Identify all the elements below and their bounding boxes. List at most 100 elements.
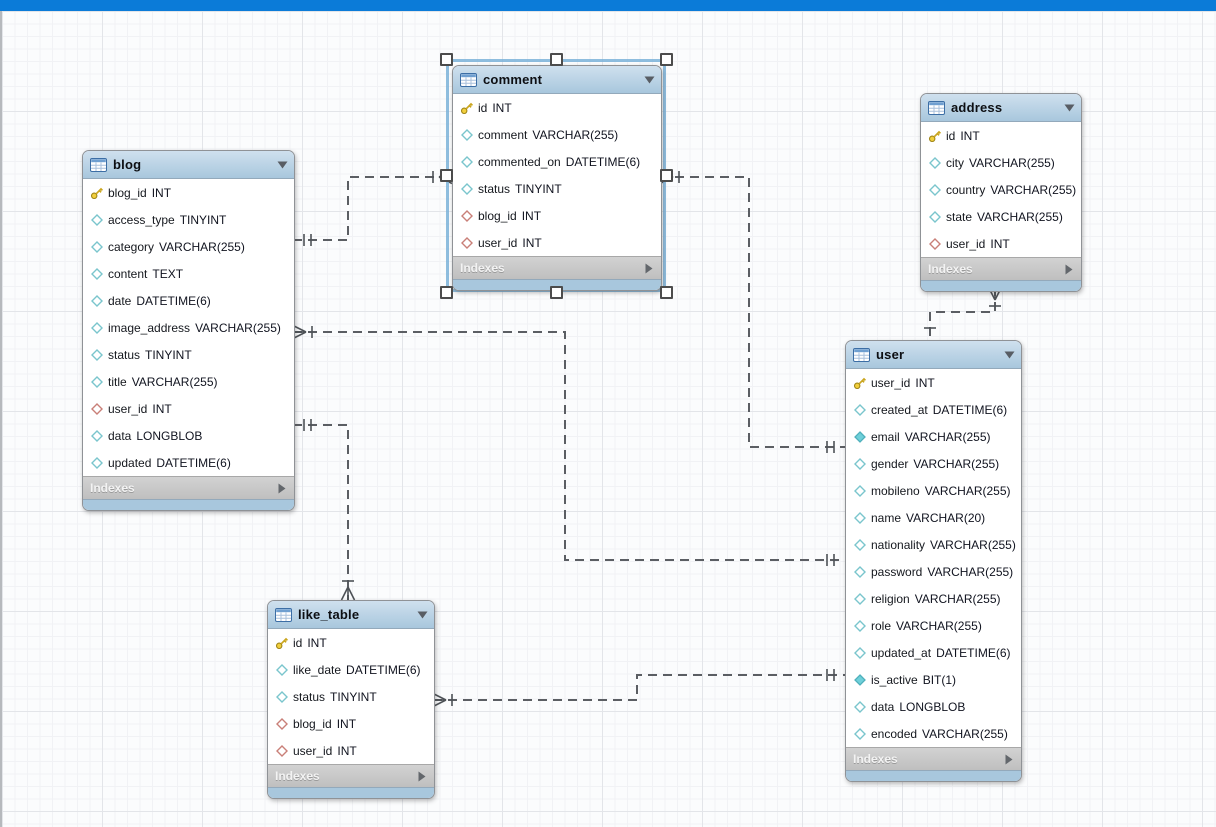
diamond-icon: [852, 457, 867, 470]
relationship-blog-like_table[interactable]: [293, 419, 356, 601]
column-name: is_active: [871, 672, 918, 687]
column-type: VARCHAR(255): [927, 564, 1014, 579]
diamond-red-icon: [927, 237, 942, 250]
selection-handle[interactable]: [439, 285, 453, 299]
expand-arrow-icon[interactable]: [1005, 754, 1013, 765]
collapse-arrow-icon[interactable]: [644, 76, 655, 84]
table-bottom-strip: [846, 770, 1021, 781]
relationship-blog-user[interactable]: [292, 324, 845, 567]
expand-arrow-icon[interactable]: [645, 263, 653, 274]
diamond-icon: [852, 619, 867, 632]
column-type: INT: [521, 208, 542, 223]
column-name: user_id: [108, 401, 148, 416]
selection-handle[interactable]: [549, 285, 563, 299]
column-type: DATETIME(6): [156, 455, 231, 470]
collapse-arrow-icon[interactable]: [277, 161, 288, 169]
selection-handle[interactable]: [659, 52, 673, 66]
column-name: email: [871, 429, 900, 444]
column-row-user_id: user_id INT: [921, 230, 1081, 257]
indexes-bar[interactable]: Indexes: [453, 256, 661, 279]
diamond-icon: [852, 592, 867, 605]
table-icon: [853, 347, 870, 362]
selection-handle[interactable]: [439, 169, 453, 182]
column-row-user_id: user_id INT: [83, 395, 294, 422]
column-type: VARCHAR(255): [896, 618, 982, 633]
diamond-filled-icon: [852, 673, 867, 686]
column-type: INT: [152, 401, 172, 416]
column-name: user_id: [871, 375, 911, 390]
indexes-bar[interactable]: Indexes: [268, 764, 434, 787]
selection-handle[interactable]: [659, 285, 673, 299]
column-name: id: [946, 128, 956, 143]
column-type: LONGBLOB: [136, 428, 203, 443]
column-name: blog_id: [108, 185, 147, 200]
column-name: data: [871, 699, 895, 714]
diamond-icon: [852, 511, 867, 524]
column-type: TINYINT: [145, 347, 192, 362]
collapse-arrow-icon[interactable]: [1064, 104, 1075, 112]
selection-handle[interactable]: [549, 52, 563, 66]
expand-arrow-icon[interactable]: [418, 771, 426, 782]
column-name: user_id: [946, 236, 986, 251]
diamond-icon: [89, 321, 104, 334]
column-name: id: [478, 100, 488, 115]
column-type: DATETIME(6): [936, 645, 1011, 660]
indexes-label: Indexes: [275, 769, 320, 783]
column-name: access_type: [108, 212, 175, 227]
column-type: DATETIME(6): [565, 154, 641, 169]
expand-arrow-icon[interactable]: [278, 483, 286, 494]
column-type: VARCHAR(255): [969, 155, 1055, 170]
indexes-bar[interactable]: Indexes: [846, 747, 1021, 770]
diamond-icon: [459, 155, 474, 168]
key-icon: [927, 129, 942, 143]
indexes-bar[interactable]: Indexes: [921, 257, 1081, 280]
column-type: INT: [492, 100, 512, 115]
column-type: INT: [990, 236, 1010, 251]
column-type: INT: [307, 635, 327, 650]
column-name: role: [871, 618, 892, 633]
diamond-icon: [89, 240, 104, 253]
column-name: name: [871, 510, 902, 525]
collapse-arrow-icon[interactable]: [1004, 351, 1015, 359]
selection-handle[interactable]: [659, 169, 673, 182]
indexes-bar[interactable]: Indexes: [83, 476, 294, 499]
column-name: status: [293, 689, 326, 704]
diamond-icon: [927, 210, 942, 223]
column-name: comment: [478, 127, 528, 142]
column-type: LONGBLOB: [899, 699, 966, 714]
expand-arrow-icon[interactable]: [1065, 264, 1073, 275]
diamond-icon: [852, 565, 867, 578]
relationship-like_table-user[interactable]: [432, 669, 845, 708]
column-row-comment: comment VARCHAR(255): [453, 121, 661, 148]
column-type: VARCHAR(255): [532, 127, 619, 142]
table-icon: [275, 607, 292, 622]
collapse-arrow-icon[interactable]: [417, 611, 428, 619]
diamond-icon: [89, 429, 104, 442]
diamond-red-icon: [459, 236, 474, 249]
column-type: INT: [915, 375, 935, 390]
column-name: country: [946, 182, 986, 197]
diamond-icon: [89, 348, 104, 361]
selection-handle[interactable]: [439, 52, 453, 66]
